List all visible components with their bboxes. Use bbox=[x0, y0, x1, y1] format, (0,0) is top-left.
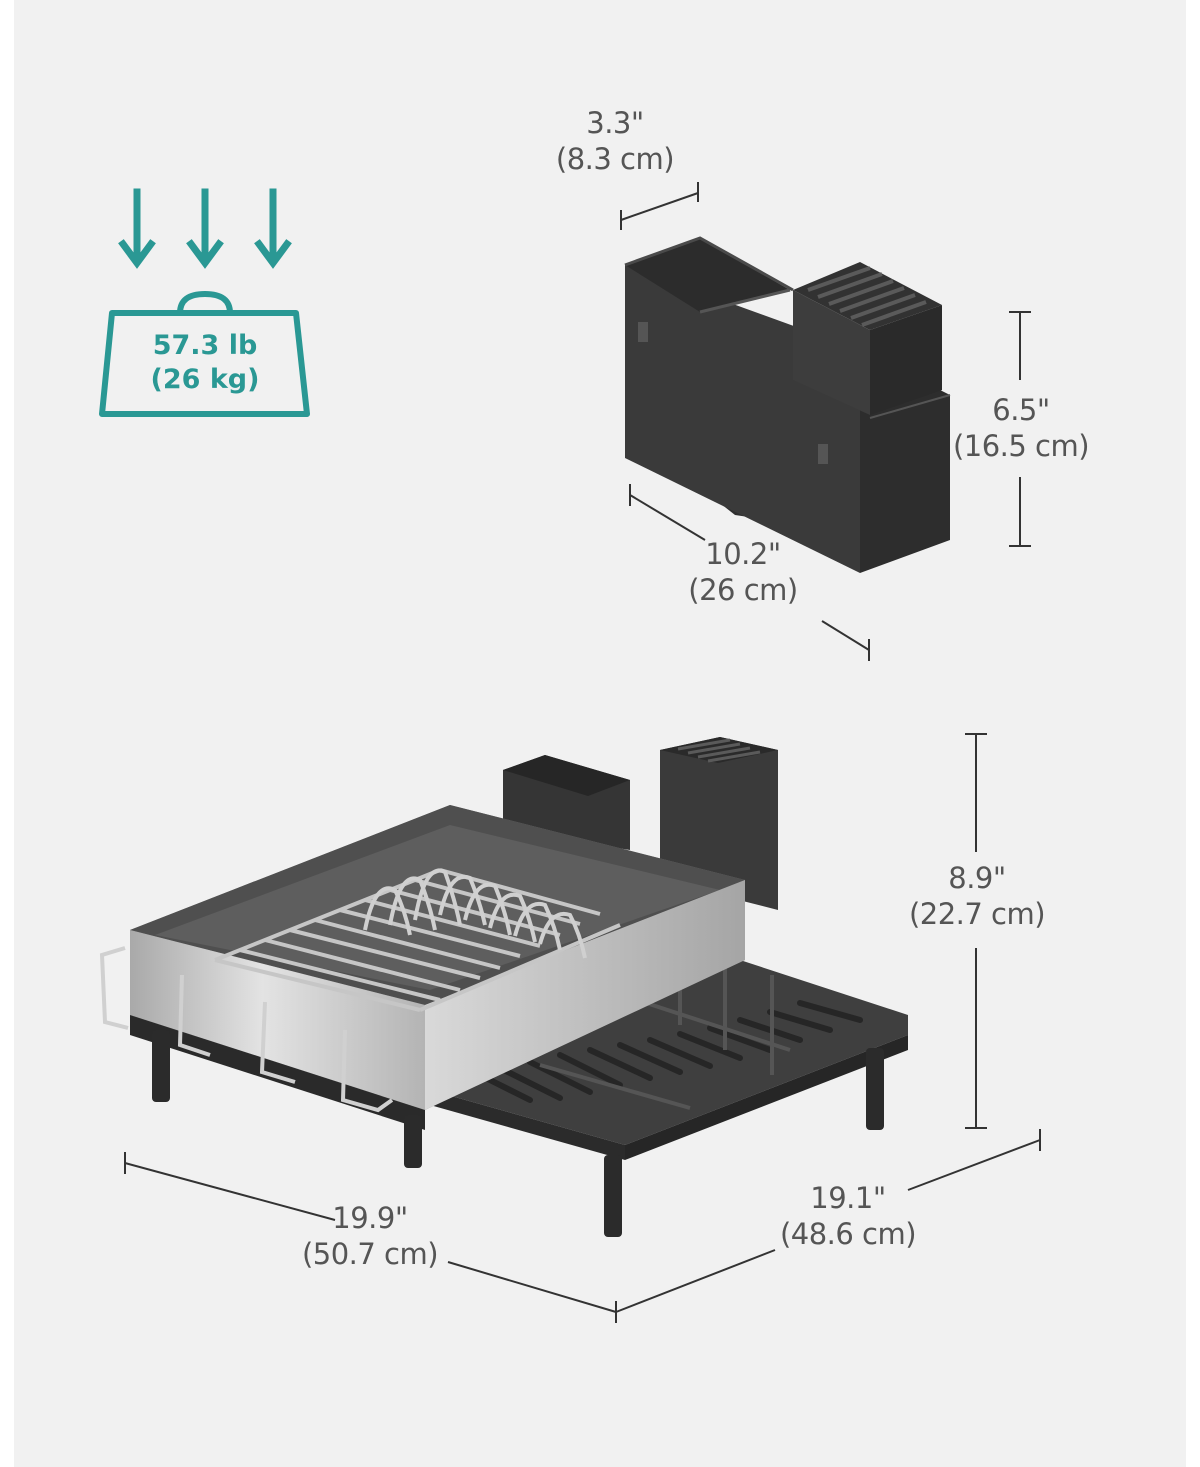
down-arrow-icon bbox=[254, 188, 292, 269]
rack-depth-imperial: 19.1" bbox=[810, 1181, 886, 1215]
holder-length-label: 10.2" (26 cm) bbox=[678, 536, 808, 608]
holder-dimension-lines bbox=[620, 182, 1031, 661]
rack-depth-label: 19.1" (48.6 cm) bbox=[770, 1180, 926, 1252]
holder-height-imperial: 6.5" bbox=[992, 393, 1050, 427]
rack-height-imperial: 8.9" bbox=[948, 861, 1006, 895]
rack-dimension-lines bbox=[124, 733, 1041, 1323]
holder-width-metric: (8.3 cm) bbox=[555, 142, 675, 176]
holder-height-label: 6.5" (16.5 cm) bbox=[948, 392, 1094, 464]
rack-depth-metric: (48.6 cm) bbox=[779, 1217, 917, 1251]
dish-rack-illustration bbox=[99, 737, 908, 1237]
rack-height-metric: (22.7 cm) bbox=[908, 897, 1046, 931]
load-capacity-imperial: 57.3 lb bbox=[152, 330, 258, 361]
holder-width-imperial: 3.3" bbox=[586, 106, 644, 140]
holder-width-label: 3.3" (8.3 cm) bbox=[550, 105, 680, 177]
utensil-holder-illustration bbox=[624, 236, 951, 573]
rack-width-imperial: 19.9" bbox=[332, 1201, 408, 1235]
down-arrow-icon bbox=[186, 188, 224, 269]
rack-width-metric: (50.7 cm) bbox=[301, 1237, 439, 1271]
holder-length-imperial: 10.2" bbox=[705, 537, 781, 571]
load-capacity-label: 57.3 lb (26 kg) bbox=[113, 329, 297, 397]
load-capacity-metric: (26 kg) bbox=[150, 364, 260, 395]
dimensions-card bbox=[14, 0, 1186, 1467]
weight-icon bbox=[99, 291, 310, 417]
holder-height-metric: (16.5 cm) bbox=[952, 429, 1090, 463]
rack-width-label: 19.9" (50.7 cm) bbox=[295, 1200, 445, 1272]
rack-height-label: 8.9" (22.7 cm) bbox=[902, 860, 1052, 932]
weight-capacity-group bbox=[99, 188, 310, 417]
down-arrow-icon bbox=[118, 188, 156, 269]
holder-length-metric: (26 cm) bbox=[688, 573, 798, 607]
